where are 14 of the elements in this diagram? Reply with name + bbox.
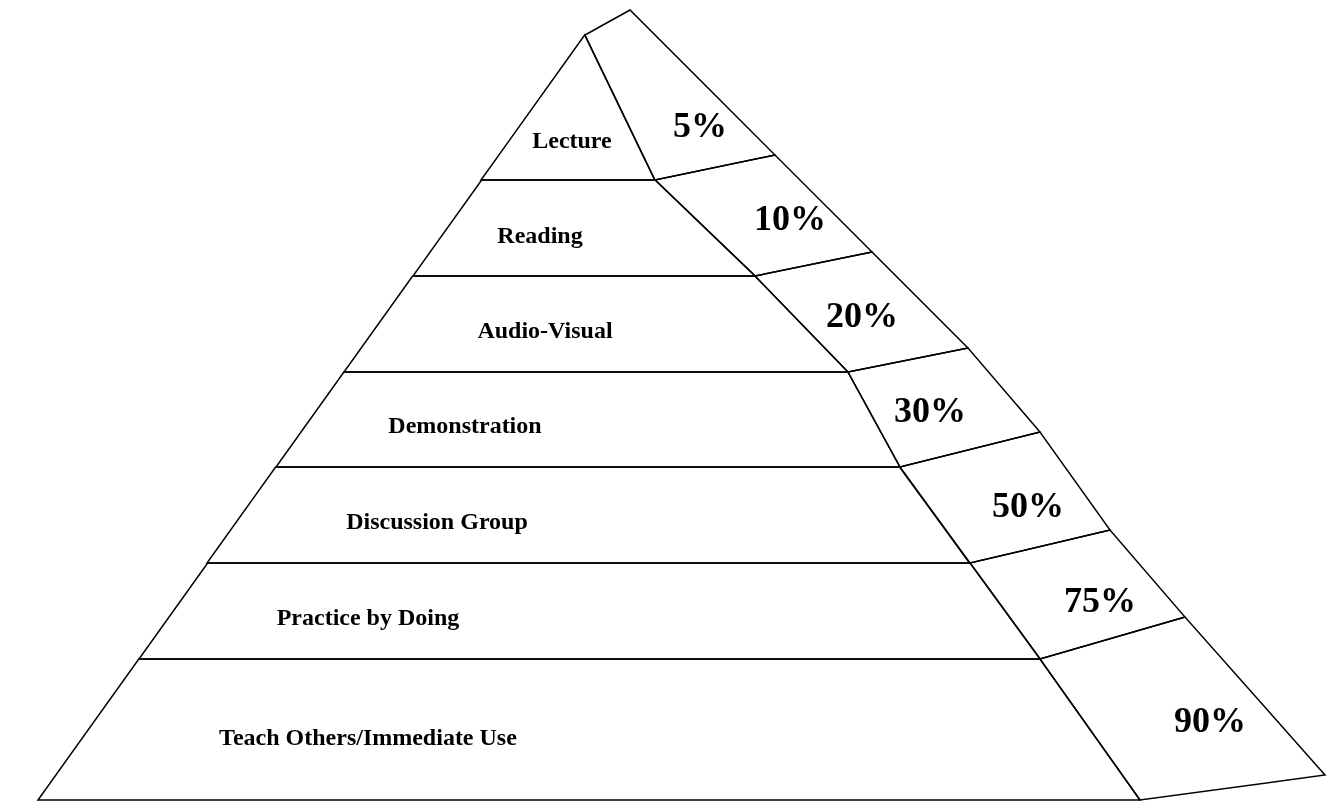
retention-rate: 75% [1064,579,1136,621]
layer-label: Audio-Visual [477,316,613,344]
layer-label: Teach Others/Immediate Use [219,723,517,751]
retention-rate: 50% [992,484,1064,526]
layer-label: Discussion Group [346,507,528,535]
layer-label: Demonstration [388,411,542,439]
layer-label: Lecture [532,126,612,154]
layer-label: Practice by Doing [276,603,460,631]
retention-rate: 5% [673,104,727,146]
retention-rate: 20% [826,294,898,336]
retention-rate: 10% [754,197,826,239]
layer-label: Reading [497,221,583,249]
retention-rate: 90% [1174,699,1246,741]
retention-rate: 30% [894,389,966,431]
